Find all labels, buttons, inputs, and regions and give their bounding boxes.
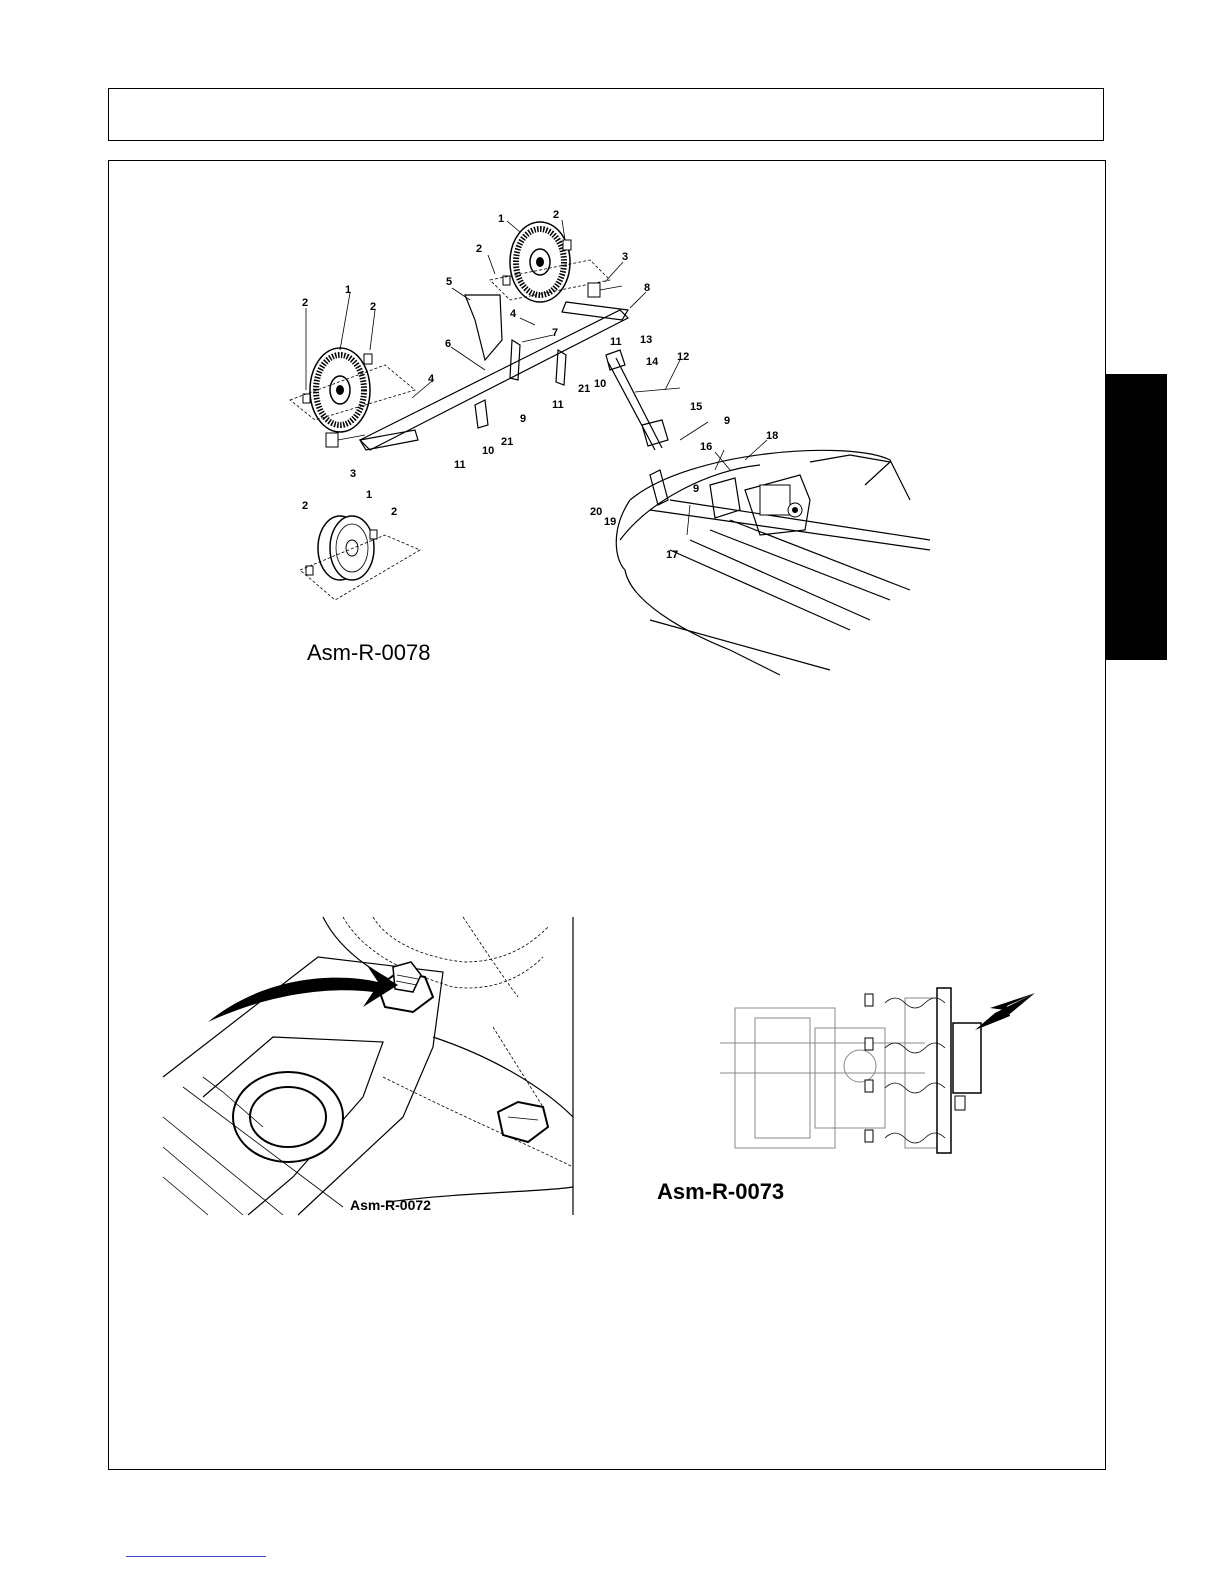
callout: 7	[552, 327, 558, 339]
callout: 4	[510, 308, 517, 320]
callout: 17	[666, 549, 678, 561]
callout: 21	[578, 383, 590, 395]
mower-deck	[616, 450, 930, 675]
callout: 11	[552, 399, 564, 411]
callout: 2	[553, 209, 559, 221]
callout: 10	[482, 445, 494, 457]
section-tab	[1105, 374, 1167, 660]
callout: 1	[366, 489, 372, 501]
callout: 16	[700, 441, 712, 453]
wheel-left	[290, 348, 415, 432]
callout: 15	[690, 401, 702, 413]
page-header-box	[108, 88, 1104, 141]
callout: 2	[391, 506, 397, 518]
callout: 2	[370, 301, 376, 313]
callout: 21	[501, 436, 513, 448]
callout: 3	[350, 468, 356, 480]
callout: 4	[428, 373, 435, 385]
adjustment-rod	[606, 350, 680, 450]
callout: 20	[590, 506, 602, 518]
slip-clutch-illustration: Asm-R-0073	[655, 988, 1055, 1208]
callout: 14	[646, 356, 659, 368]
figure-caption-top: Asm-R-0078	[307, 640, 430, 665]
callout: 11	[610, 336, 622, 348]
wheel-axle-assembly-diagram: 1 2 2 3 1 2 2 4 5 4 6 7 8 11 13 14 12 10…	[290, 200, 940, 680]
callout: 8	[644, 282, 650, 294]
callout: 6	[445, 338, 451, 350]
callout: 2	[302, 500, 308, 512]
callout: 10	[594, 378, 606, 390]
callout: 1	[345, 284, 351, 296]
figure-caption-bottom-left: Asm-R-0072	[350, 1197, 431, 1213]
figure-caption-bottom-right: Asm-R-0073	[657, 1179, 784, 1204]
callout: 9	[520, 413, 526, 425]
callout: 12	[677, 351, 689, 363]
callout: 9	[693, 483, 699, 495]
callout: 3	[622, 251, 628, 263]
callout: 5	[446, 276, 452, 288]
callout: 19	[604, 516, 616, 528]
callout: 1	[498, 213, 504, 225]
footer-link-underline	[126, 1556, 266, 1557]
callout: 9	[724, 415, 730, 427]
callout: 13	[640, 334, 652, 346]
callout: 2	[302, 297, 308, 309]
callout: 11	[454, 459, 466, 471]
wheel-solid-alt	[300, 516, 420, 600]
bolt-closeup-illustration: Asm-R-0072	[163, 917, 577, 1215]
callout: 18	[766, 430, 778, 442]
callout: 2	[476, 243, 482, 255]
clutch-drawing	[720, 988, 981, 1153]
